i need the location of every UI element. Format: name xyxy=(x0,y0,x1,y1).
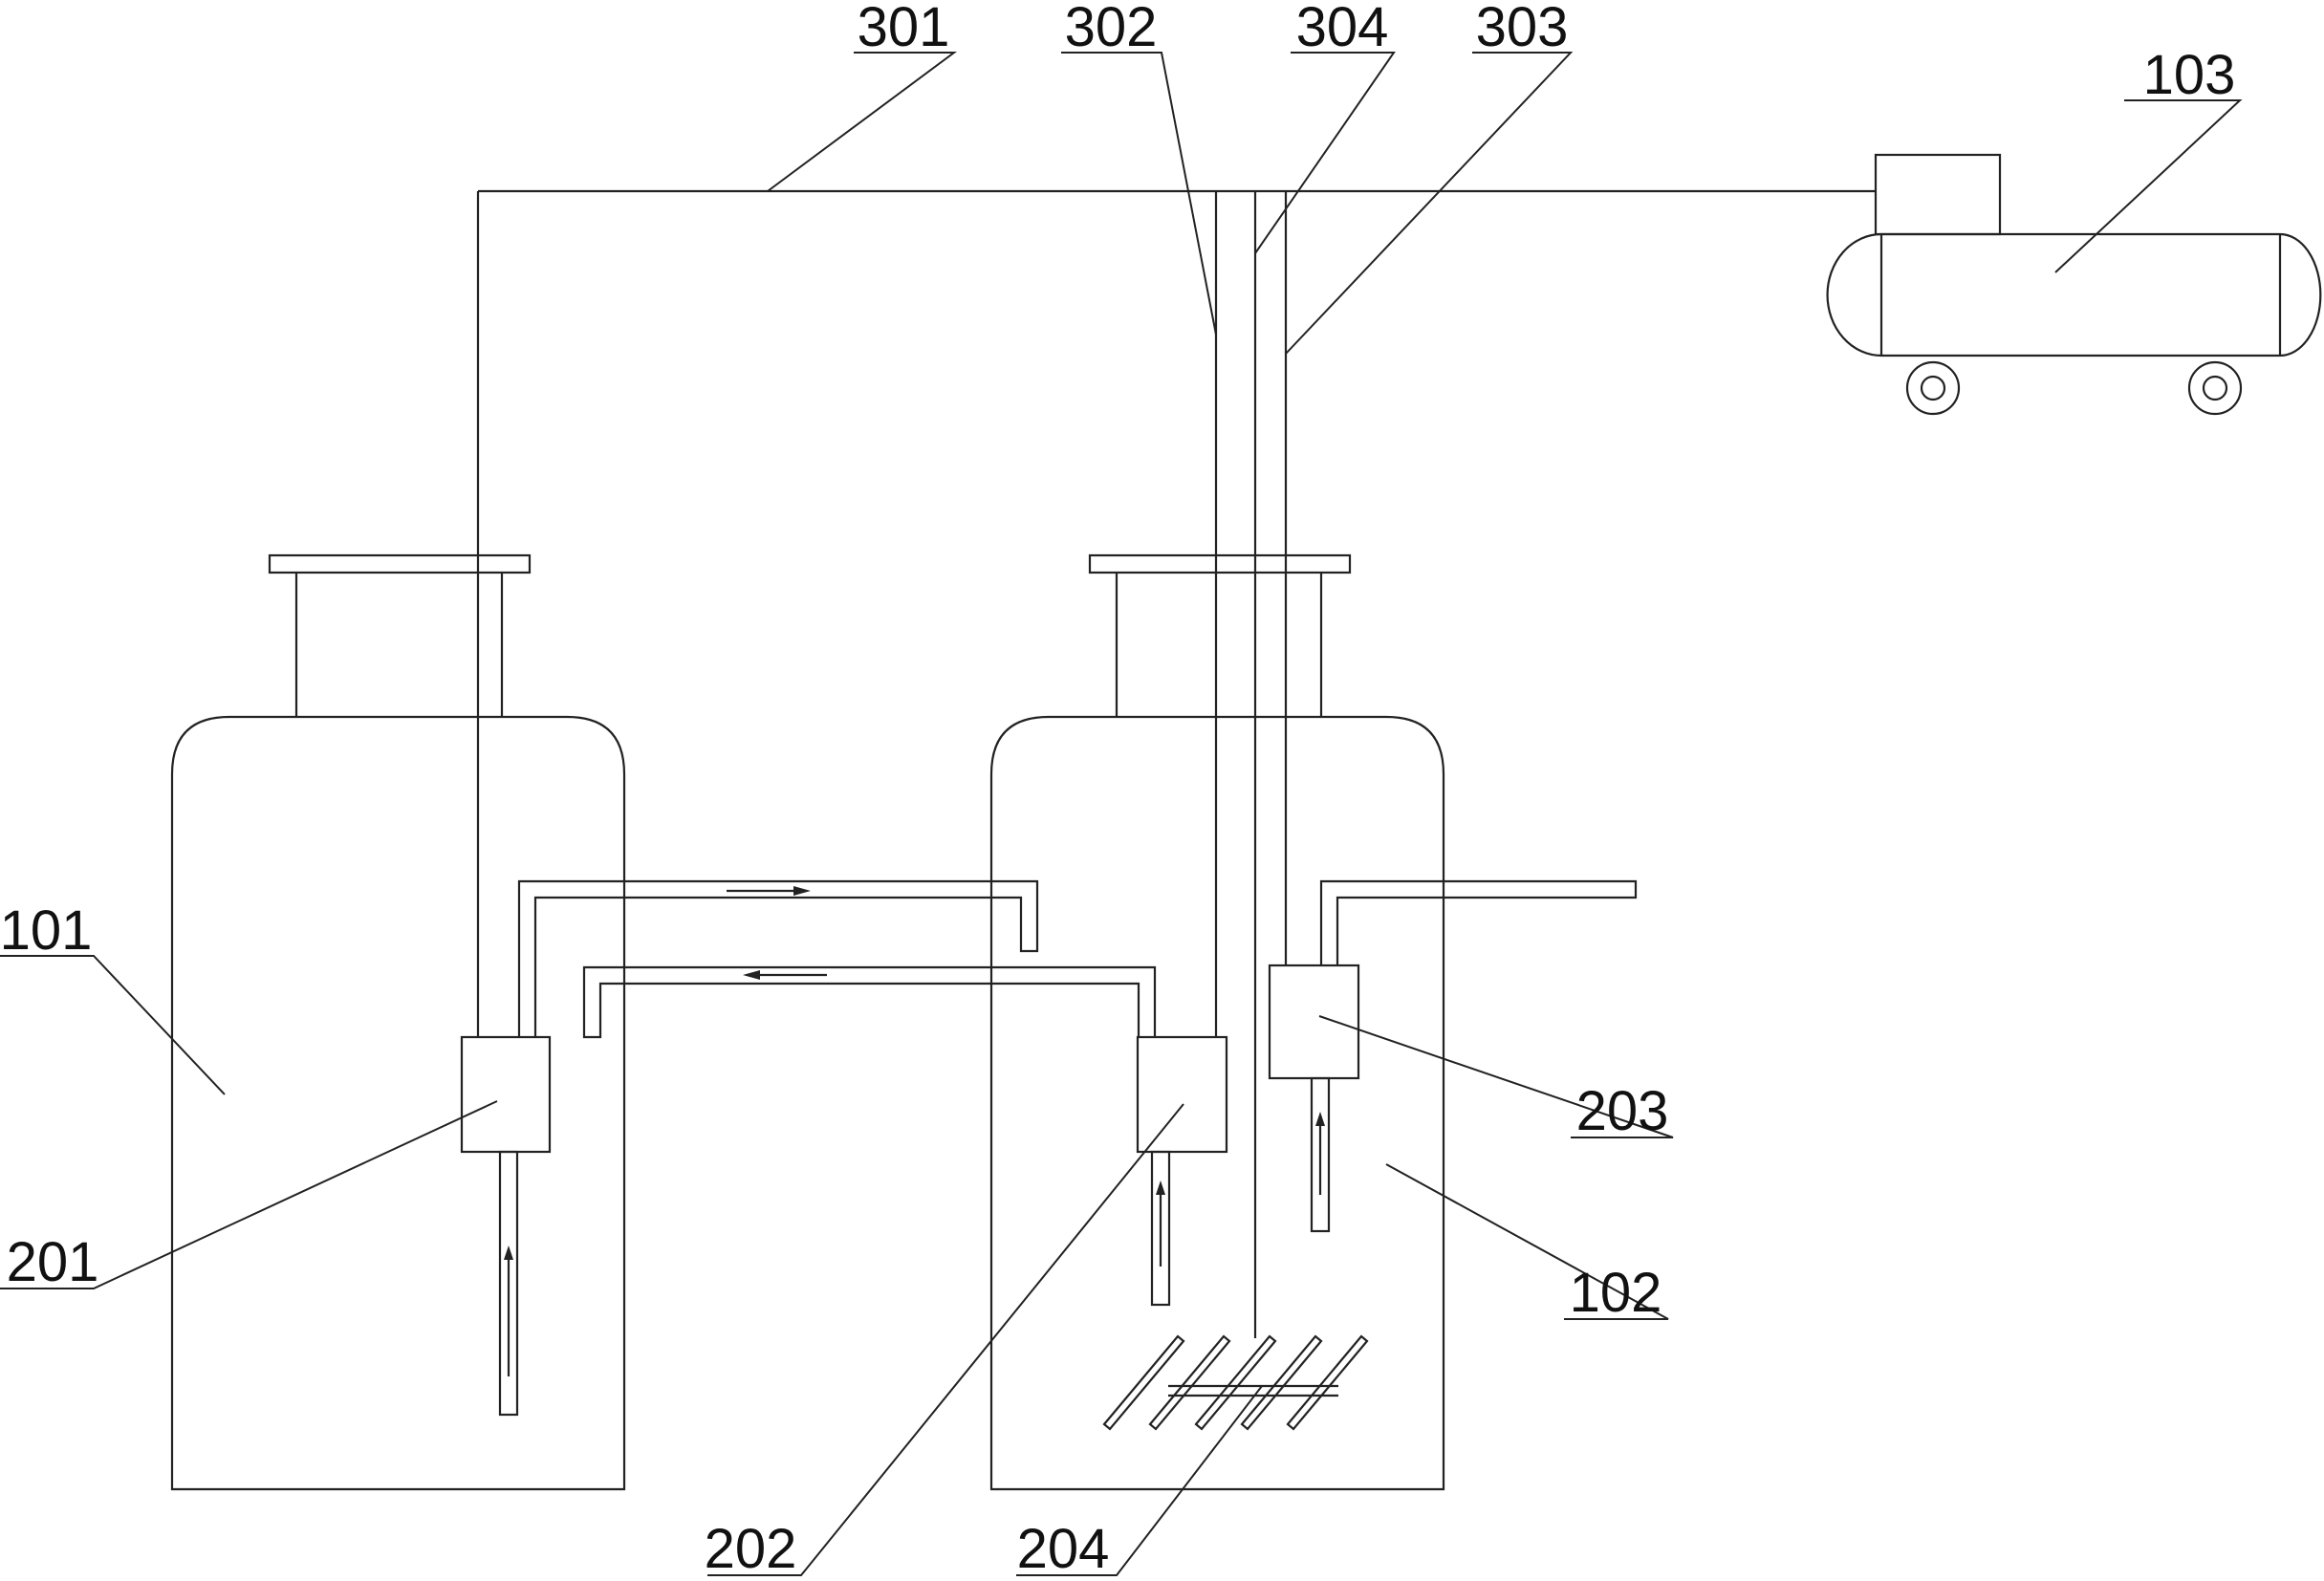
left-bottle xyxy=(170,553,626,1491)
pump-203 xyxy=(1268,964,1360,1233)
pump-201 xyxy=(460,1035,552,1417)
label-202: 202 xyxy=(705,1518,797,1580)
label-203: 203 xyxy=(1576,1080,1669,1142)
label-301: 301 xyxy=(858,0,950,58)
air-compressor xyxy=(1826,153,2322,416)
outlet-tube xyxy=(1319,879,1638,965)
leader-lines xyxy=(0,52,2243,1576)
label-102: 102 xyxy=(1570,1262,1662,1324)
right-bottle xyxy=(989,553,1445,1491)
aerator-204 xyxy=(1102,1334,1369,1431)
reference-labels: 301 302 304 303 103 101 201 203 102 202 … xyxy=(0,0,2235,1580)
return-tube-to-left xyxy=(582,965,1157,1039)
label-303: 303 xyxy=(1476,0,1569,58)
label-204: 204 xyxy=(1017,1518,1110,1580)
label-304: 304 xyxy=(1296,0,1389,58)
label-101: 101 xyxy=(0,899,92,962)
label-201: 201 xyxy=(7,1231,99,1293)
pump-202 xyxy=(1136,1035,1228,1307)
transfer-tube-to-right xyxy=(517,879,1039,1037)
label-103: 103 xyxy=(2143,44,2236,106)
label-302: 302 xyxy=(1065,0,1158,58)
air-pipe-301 xyxy=(476,189,1876,1037)
